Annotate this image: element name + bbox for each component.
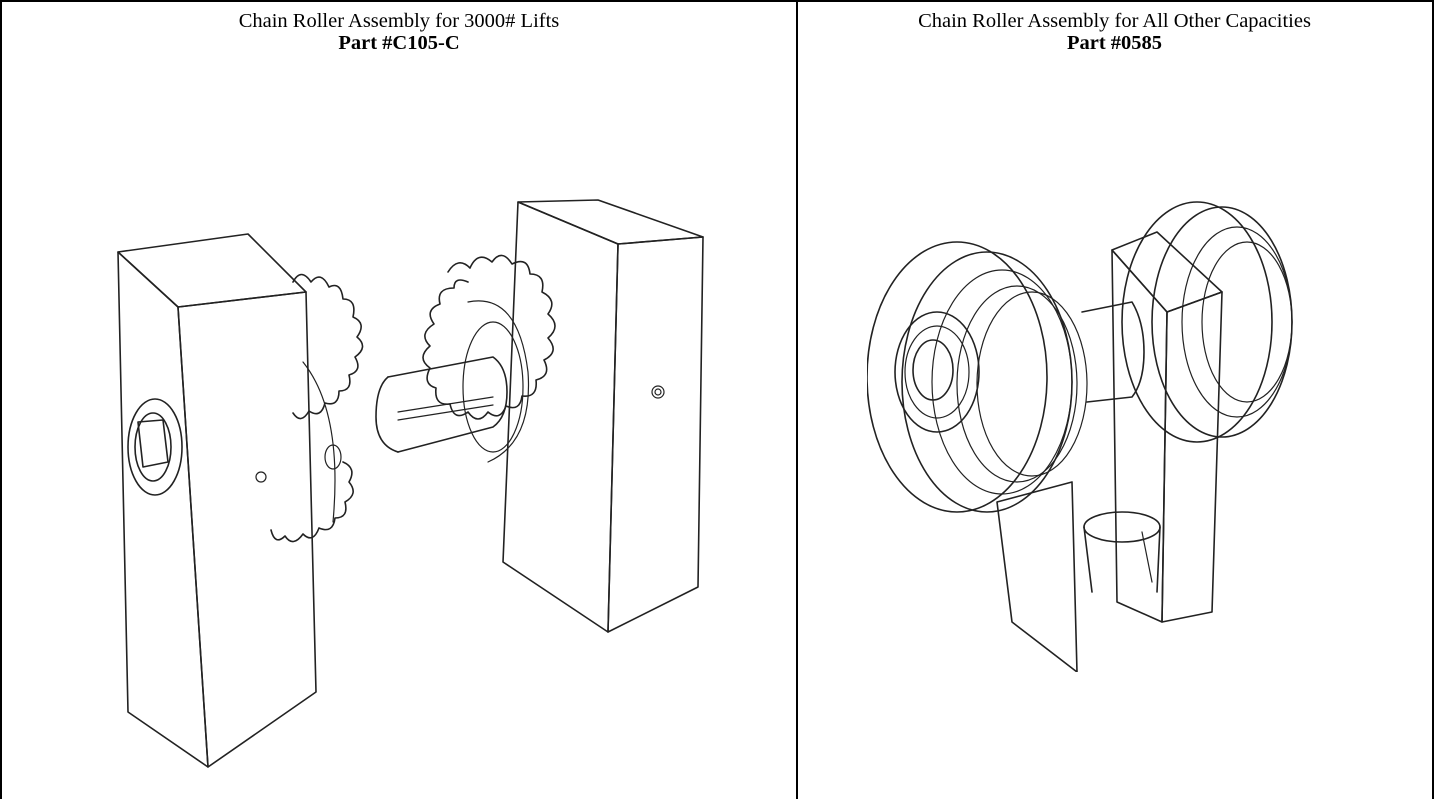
pulley-assembly-illustration [867, 172, 1367, 672]
panel-caption: Chain Roller Assembly for 3000# Lifts Pa… [2, 10, 796, 54]
assembly-title: Chain Roller Assembly for All Other Capa… [918, 10, 1311, 32]
bracket-plate [996, 231, 1223, 672]
connecting-shaft [375, 356, 508, 453]
part-number: Part #C105-C [338, 32, 460, 54]
front-pulley [867, 241, 1088, 513]
assembly-title: Chain Roller Assembly for 3000# Lifts [238, 10, 560, 32]
right-sprocket [422, 254, 556, 463]
pulley-shaft [1081, 301, 1145, 403]
rear-pulley [1121, 201, 1293, 443]
part-number: Part #0585 [1066, 32, 1163, 54]
bottom-bushing [1083, 511, 1161, 593]
sprocket-assembly-illustration [98, 192, 718, 772]
panel-c105-c: Chain Roller Assembly for 3000# Lifts Pa… [0, 0, 798, 799]
left-mounting-block [117, 233, 317, 768]
panel-caption: Chain Roller Assembly for All Other Capa… [797, 10, 1432, 54]
right-mounting-block [502, 199, 704, 633]
left-sprocket [270, 273, 364, 543]
panel-0585: Chain Roller Assembly for All Other Capa… [797, 0, 1434, 799]
